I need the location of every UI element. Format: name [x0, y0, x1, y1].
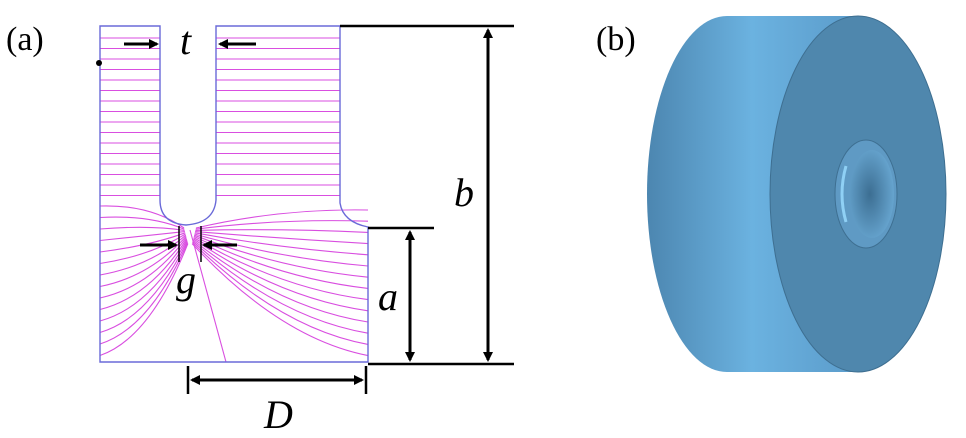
field-line — [194, 233, 369, 267]
dimension-b-label: b — [454, 170, 474, 215]
dimension-D: D — [186, 366, 368, 437]
field-line — [189, 229, 227, 363]
field-line — [192, 239, 369, 323]
panel-b-label: (b) — [596, 21, 636, 58]
field-line — [195, 220, 369, 230]
dimension-b: b — [340, 24, 514, 366]
field-line — [192, 240, 369, 334]
field-line — [192, 242, 369, 345]
dimension-g: g — [140, 226, 237, 302]
field-line — [195, 209, 369, 229]
field-line — [194, 234, 369, 278]
dimension-t: t — [124, 18, 256, 63]
field-line — [99, 242, 189, 345]
cylinder-3d — [647, 15, 947, 373]
dimension-g-label: g — [176, 257, 196, 302]
dimension-t-label: t — [180, 18, 192, 63]
field-line — [193, 237, 369, 301]
cylinder-hole-highlight — [840, 165, 848, 223]
field-line — [195, 229, 369, 233]
corner-dot — [96, 60, 102, 66]
panel-a-label: (a) — [6, 21, 44, 58]
dimension-D-label: D — [263, 392, 293, 437]
field-line — [99, 243, 189, 357]
dimension-a: a — [368, 226, 434, 362]
field-line — [191, 243, 369, 357]
field-line — [195, 231, 369, 245]
field-lines — [99, 37, 369, 363]
electrode-outline — [99, 25, 369, 363]
field-line — [192, 238, 369, 312]
field-line — [99, 231, 185, 242]
cylinder-hole — [850, 150, 894, 238]
field-line — [99, 240, 188, 334]
field-line — [99, 216, 185, 230]
field-line — [99, 226, 185, 231]
dimension-a-label: a — [378, 274, 398, 319]
field-line — [194, 232, 369, 256]
